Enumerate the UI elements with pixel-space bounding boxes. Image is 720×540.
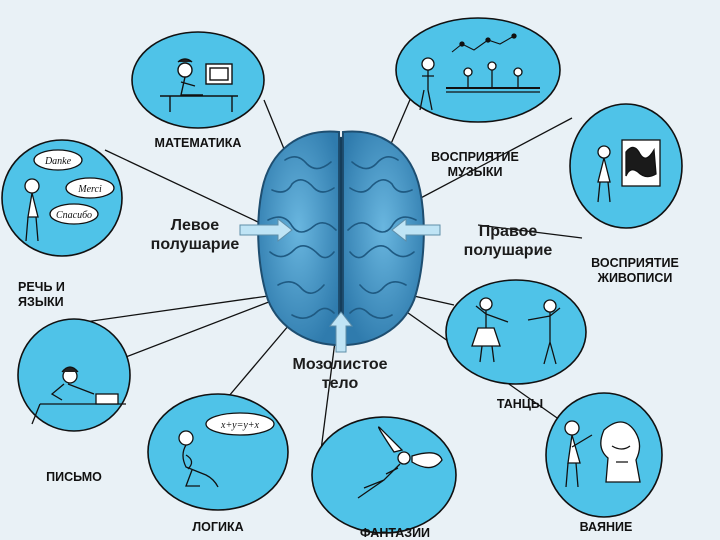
logic-bubble: x+y=y+x [220,420,260,431]
node-logic: x+y=y+x [148,394,288,510]
speech-bubble-3: Спасибо [56,210,92,221]
speech-bubble-2: Merci [77,184,102,195]
node-music [396,18,560,122]
node-dance [446,280,586,384]
label-fantasy: ФАНТАЗИИ [340,526,450,540]
label-painting: ВОСПРИЯТИЕ ЖИВОПИСИ [560,256,710,286]
label-left-hemisphere: Левое полушарие [140,216,250,254]
node-speech: Danke Merci Спасибо [2,140,122,256]
label-speech: РЕЧЬ И ЯЗЫКИ [18,280,98,310]
speech-bubble-1: Danke [44,156,72,167]
label-corpus-callosum: Мозолистое тело [280,355,400,393]
label-math: МАТЕМАТИКА [128,136,268,151]
label-logic: ЛОГИКА [168,520,268,535]
label-dance: ТАНЦЫ [470,397,570,412]
label-right-hemisphere: Правое полушарие [448,222,568,260]
node-fantasy [312,417,456,533]
label-music: ВОСПРИЯТИЕ МУЗЫКИ [400,150,550,180]
node-painting [570,104,682,228]
node-math [132,32,264,128]
left-hemisphere [258,132,339,345]
label-sculpture: ВАЯНИЕ [556,520,656,535]
node-writing [18,319,130,431]
label-writing: ПИСЬМО [24,470,124,485]
